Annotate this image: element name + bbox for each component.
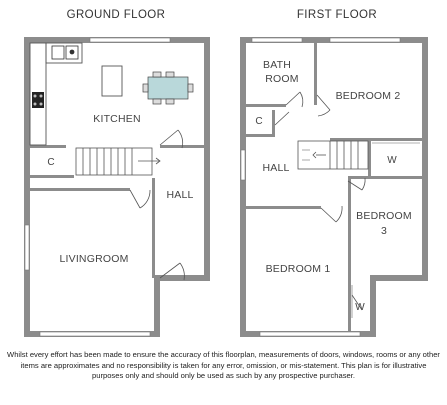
bedroom3-label-line1: BEDROOM — [356, 210, 412, 222]
bathroom-label-line1: BATH — [263, 59, 291, 71]
dining-table-icon — [142, 71, 194, 105]
first-internal-walls — [246, 43, 422, 331]
first-windows — [240, 37, 401, 337]
bedroom3-label-line2: 3 — [381, 225, 387, 237]
first-hall-label: HALL — [262, 162, 289, 174]
bedroom2-label: BEDROOM 2 — [336, 90, 401, 102]
first-doors — [274, 91, 366, 311]
first-cupboard-label: C — [255, 116, 262, 127]
ground-floor-title: GROUND FLOOR — [67, 9, 166, 21]
first-floor-title: FIRST FLOOR — [297, 9, 377, 21]
ground-cupboard-label: C — [47, 157, 54, 168]
wardrobe-lower-label: W — [355, 302, 365, 313]
bathroom-label-line2: ROOM — [265, 73, 298, 85]
wardrobe-upper-label: W — [387, 155, 397, 166]
first-floor-plan: BATH ROOM BEDROOM 2 C HALL W BEDROOM 3 B… — [240, 37, 428, 337]
wardrobe-rail — [351, 142, 420, 318]
livingroom-label: LIVINGROOM — [59, 253, 128, 265]
ground-hall-label: HALL — [166, 189, 193, 201]
bedroom1-label: BEDROOM 1 — [266, 263, 331, 275]
disclaimer-text: Whilst every effort has been made to ens… — [7, 350, 440, 381]
hob-icon — [32, 92, 44, 108]
kitchen-counter — [29, 42, 123, 146]
ground-floor-plan: KITCHEN C HALL LIVINGROOM — [24, 37, 210, 337]
kitchen-label: KITCHEN — [93, 113, 141, 125]
ground-staircase — [75, 147, 161, 176]
sink-icon — [51, 45, 79, 60]
ground-doors — [129, 129, 185, 281]
first-staircase — [297, 140, 369, 170]
ground-windows — [24, 37, 171, 337]
